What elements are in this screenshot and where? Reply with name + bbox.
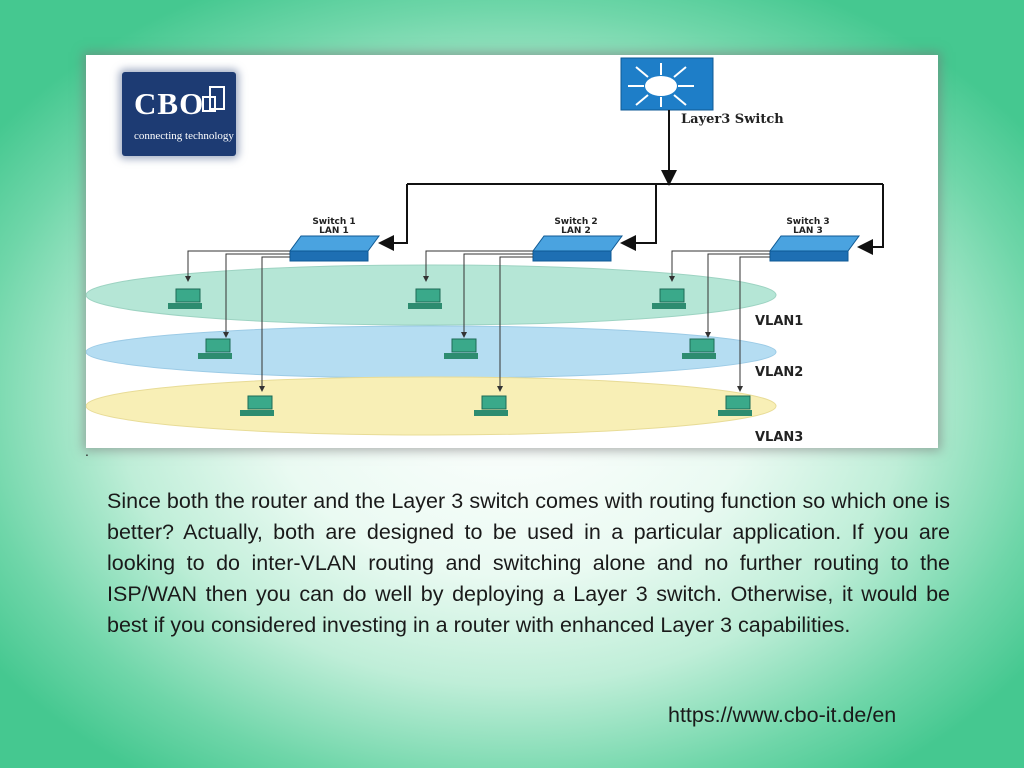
computer-icon-vlan1-b <box>408 288 442 309</box>
diagram-svg: Layer3 Switch Switch 1 LAN 1 Switch 2 LA… <box>86 57 884 445</box>
computer-icon-vlan2-c <box>682 338 716 359</box>
computer-icon-vlan3-c <box>718 395 752 416</box>
layer3-switch-icon <box>620 57 714 111</box>
vlan3-ellipse <box>86 376 777 436</box>
vlan2-label: VLAN2 <box>755 365 803 380</box>
switch-2-name: Switch 2 <box>554 217 597 227</box>
switch-1-lan: LAN 1 <box>319 226 349 236</box>
vlan1-label: VLAN1 <box>755 314 803 329</box>
computer-icon-vlan3-b <box>474 395 508 416</box>
logo-box-icon-small <box>202 96 216 112</box>
switch-1-name: Switch 1 <box>312 217 355 227</box>
switch-3-icon <box>769 235 860 262</box>
vlan2-ellipse <box>86 325 777 379</box>
switch-3-name: Switch 3 <box>786 217 829 227</box>
switch-3-lan: LAN 3 <box>793 226 823 236</box>
computer-icon-vlan3-a <box>240 395 274 416</box>
vlan3-label: VLAN3 <box>755 430 803 445</box>
body-paragraph: Since both the router and the Layer 3 sw… <box>107 489 950 637</box>
computer-icon-vlan2-b <box>444 338 478 359</box>
computer-icon-vlan1-a <box>168 288 202 309</box>
cbo-logo: CBO connecting technology <box>122 72 236 156</box>
network-diagram-image: CBO connecting technology <box>86 55 938 448</box>
computer-icon-vlan2-a <box>198 338 232 359</box>
core-switch-label: Layer3 Switch <box>681 112 784 127</box>
logo-box-icon <box>209 86 225 110</box>
switch-1-icon <box>289 235 380 262</box>
website-url: https://www.cbo-it.de/en <box>668 703 897 727</box>
logo-tagline: connecting technology <box>134 130 234 142</box>
stray-dot: . <box>85 443 89 459</box>
switch-2-lan: LAN 2 <box>561 226 591 236</box>
logo-mark: CBO <box>134 86 205 121</box>
computer-icon-vlan1-c <box>652 288 686 309</box>
switch-2-icon <box>532 235 623 262</box>
